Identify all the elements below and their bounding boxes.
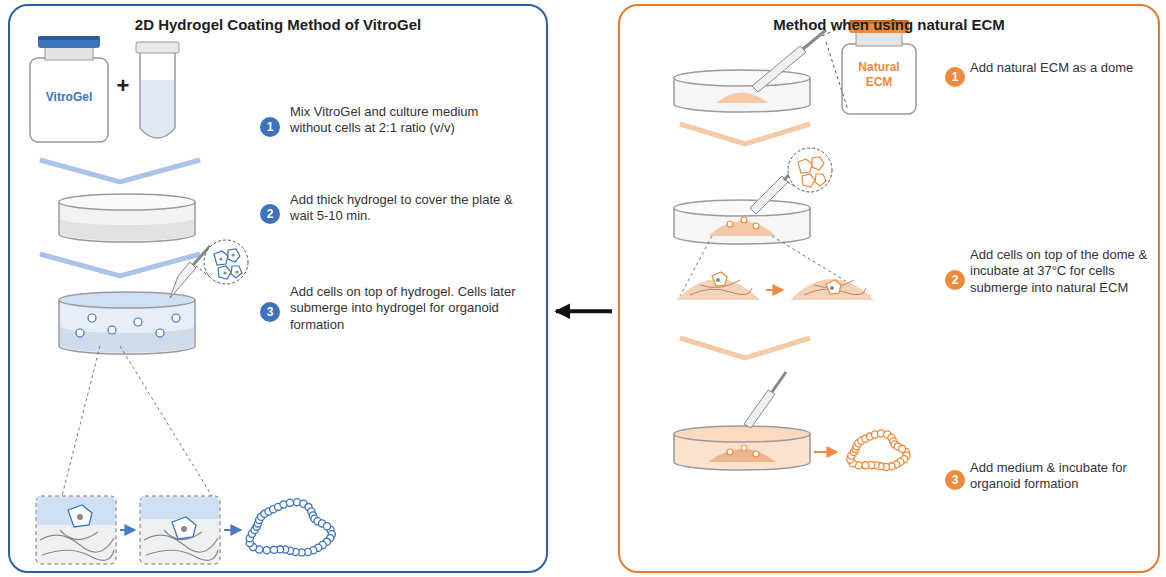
step-number-text: 2 [952, 273, 959, 287]
plus-sign: + [110, 72, 136, 100]
step-chevron [40, 160, 200, 182]
step-number: 3 [945, 470, 965, 490]
hydrogel-dish [59, 194, 195, 242]
vitrogel-bottle [30, 36, 108, 142]
dome-seeding-dish [674, 148, 874, 300]
step-description: Add thick hydrogel to cover the plate & … [290, 192, 516, 225]
panel-title: 2D Hydrogel Coating Method of VitroGel [10, 16, 546, 33]
step-number: 1 [260, 117, 280, 137]
submerge-inset [36, 346, 335, 564]
step-number-text: 1 [952, 70, 959, 84]
step-chevron [40, 254, 200, 276]
step-description: Add cells on top of hydrogel. Cells late… [290, 284, 530, 333]
panel-title: Method when using natural ECM [620, 16, 1158, 33]
step-number: 2 [260, 204, 280, 224]
ecm-bottle [842, 20, 916, 114]
step-chevron [680, 338, 810, 358]
step-number-text: 1 [267, 120, 274, 134]
step-number: 3 [260, 302, 280, 322]
cell-seeding-dish [59, 240, 248, 354]
step-number-text: 2 [267, 207, 274, 221]
step-number-text: 3 [267, 305, 274, 319]
step-number: 1 [945, 67, 965, 87]
organoid [847, 430, 910, 471]
bottle-label: VitroGel [34, 90, 104, 105]
organoid [246, 499, 335, 557]
step-chevron [680, 124, 810, 144]
step-description: Mix VitroGel and culture medium without … [290, 104, 522, 137]
bottle-label: Natural ECM [846, 60, 912, 90]
step-description: Add natural ECM as a dome [970, 60, 1146, 76]
flow-arrow [556, 309, 612, 313]
step-description: Add medium & incubate for organoid forma… [970, 460, 1146, 493]
medium-dish [674, 372, 910, 471]
dome-dish [674, 24, 848, 112]
step-description: Add cells on top of the dome & incubate … [970, 247, 1152, 296]
step-number: 2 [945, 270, 965, 290]
medium-tube [136, 42, 179, 138]
step-number-text: 3 [952, 473, 959, 487]
